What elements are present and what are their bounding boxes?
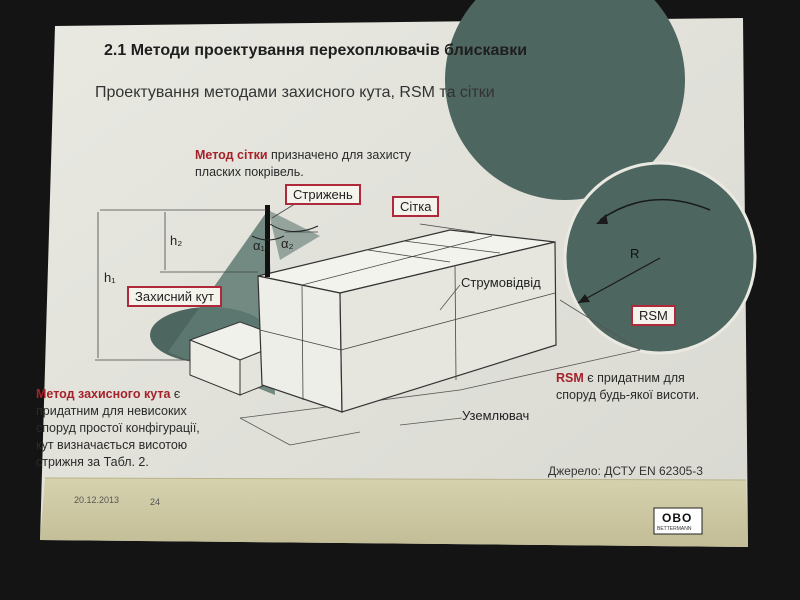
- mesh-label: Сітка: [392, 196, 440, 217]
- angle-method-note: Метод захисного кута є придатним для нев…: [36, 386, 200, 471]
- source-citation: Джерело: ДСТУ EN 62305-3: [548, 464, 703, 478]
- alpha2-label: α₂: [281, 236, 294, 251]
- angle-method-line3: кут визначається висотою: [36, 438, 188, 452]
- angle-method-line4: стрижня за Табл. 2.: [36, 455, 149, 469]
- logo-text: OBO: [662, 511, 693, 525]
- angle-method-title: Метод захисного кута: [36, 387, 171, 401]
- rolling-sphere-large: [445, 0, 685, 200]
- protective-angle-label: Захисний кут: [127, 286, 222, 307]
- h2-label: h₂: [170, 233, 183, 248]
- mesh-method-line2: пласких покрівель.: [195, 165, 304, 179]
- down-conductor-label: Струмовідвід: [461, 275, 541, 290]
- air-termination-rod: [265, 205, 270, 277]
- footer-date: 20.12.2013: [74, 495, 120, 505]
- rsm-note: RSM є придатним для споруд будь-якої вис…: [556, 370, 699, 404]
- earth-electrode-label: Уземлювач: [462, 408, 530, 423]
- mesh-method-note: Метод сітки призначено для захисту пласк…: [195, 147, 411, 181]
- angle-method-title-suffix: є: [173, 387, 181, 401]
- mesh-method-line1: призначено для захисту: [271, 148, 411, 162]
- obo-logo: [653, 507, 703, 535]
- slide-title: 2.1 Методи проектування перехоплювачів б…: [104, 42, 528, 59]
- angle-method-line2: споруд простої конфігурації,: [36, 421, 200, 435]
- alpha1-label: α₁: [253, 238, 265, 253]
- slide-subtitle: Проектування методами захисного кута, RS…: [95, 84, 495, 101]
- footer-page-number: 24: [150, 497, 161, 507]
- building-side: [339, 241, 557, 413]
- h1-label: h₁: [104, 270, 116, 285]
- rsm-note-line2: споруд будь-якої висоти.: [556, 388, 700, 402]
- rsm-note-title: RSM: [556, 371, 584, 385]
- mesh-method-title: Метод сітки: [195, 148, 268, 162]
- rsm-note-line1: є придатним для: [587, 371, 685, 385]
- logo-subtext: BETTERMANN: [657, 526, 692, 532]
- radius-label: R: [630, 246, 640, 261]
- footer-band: [40, 478, 748, 547]
- rsm-label-box: RSM: [631, 305, 676, 326]
- rod-label: Стрижень: [285, 184, 361, 205]
- angle-method-line1: придатним для невисоких: [36, 404, 187, 418]
